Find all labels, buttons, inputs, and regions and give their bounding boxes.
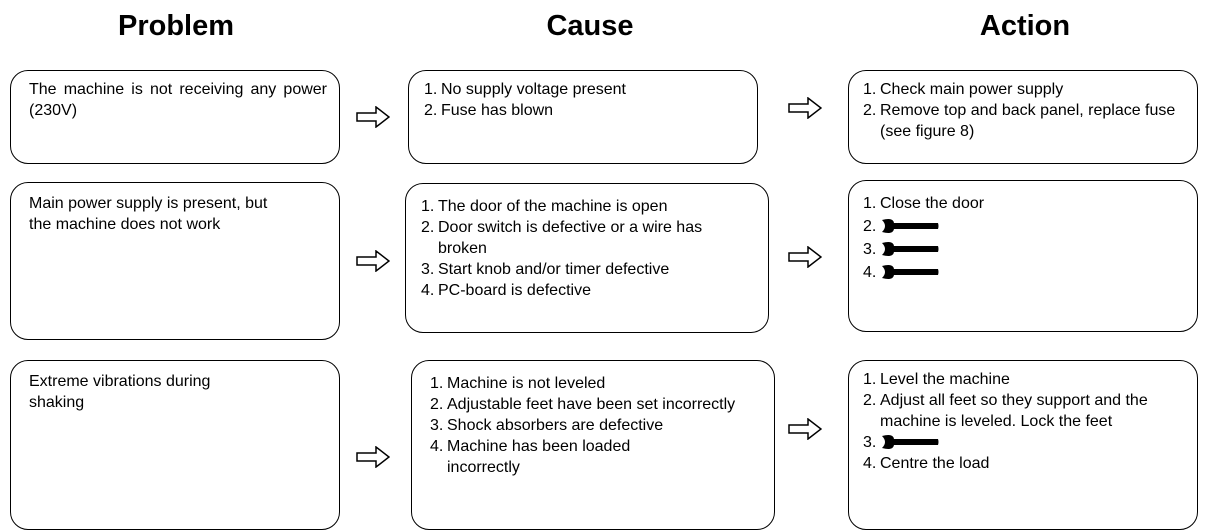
arrow-icon — [788, 418, 822, 440]
cause-box-2: 1.The door of the machine is open 2.Door… — [405, 183, 769, 333]
problem-text: The machine is not receiving any power (… — [29, 81, 327, 119]
action-item: 1.Level the machine — [863, 371, 1010, 388]
wrench-icon — [882, 265, 939, 279]
problem-box-2: Main power supply is present, but the ma… — [10, 182, 340, 340]
wrench-icon — [882, 242, 939, 256]
cause-item: 2.Fuse has blown — [424, 102, 554, 119]
action-box-3: 1.Level the machine 2.Adjust all feet so… — [848, 360, 1198, 530]
problem-box-3: Extreme vibrations during shaking — [10, 360, 340, 530]
arrow-icon — [356, 106, 390, 128]
cause-list: 1.Machine is not leveled 2.Adjustable fe… — [430, 373, 752, 478]
arrow-icon — [788, 246, 822, 268]
header-problem: Problem — [117, 10, 235, 42]
problem-text: Extreme vibrations during shaking — [29, 373, 211, 411]
wrench-icon — [882, 219, 939, 233]
cause-item: 3.Shock absorbers are defective — [430, 417, 664, 434]
action-item: 1.Check main power supply — [863, 81, 1064, 98]
action-item: 1.Close the door — [863, 195, 985, 212]
cause-item: 4.Machine has been loaded incorrectly — [430, 438, 631, 476]
action-item: 4. — [863, 262, 1177, 283]
problem-box-1: The machine is not receiving any power (… — [10, 70, 340, 164]
problem-text: Main power supply is present, but the ma… — [29, 195, 268, 233]
cause-item: 1.No supply voltage present — [424, 81, 626, 98]
arrow-icon — [356, 446, 390, 468]
arrow-icon — [788, 97, 822, 119]
arrow-icon — [356, 250, 390, 272]
cause-box-3: 1.Machine is not leveled 2.Adjustable fe… — [411, 360, 775, 530]
action-list: 1.Close the door 2. 3. 4. — [863, 193, 1177, 283]
action-list: 1.Check main power supply 2.Remove top a… — [863, 79, 1177, 142]
action-item: 3. — [863, 239, 1177, 260]
action-item: 2. — [863, 216, 1177, 237]
cause-list: 1.The door of the machine is open 2.Door… — [421, 196, 750, 301]
cause-item: 1.Machine is not leveled — [430, 375, 606, 392]
cause-list: 1.No supply voltage present 2.Fuse has b… — [424, 79, 747, 121]
cause-item: 2.Door switch is defective or a wire has… — [421, 219, 703, 257]
action-item: 3. — [863, 432, 1177, 453]
action-item: 4.Centre the load — [863, 455, 990, 472]
action-list: 1.Level the machine 2.Adjust all feet so… — [863, 369, 1177, 474]
wrench-icon — [882, 435, 939, 449]
cause-item: 2.Adjustable feet have been set incorrec… — [430, 396, 736, 413]
cause-item: 1.The door of the machine is open — [421, 198, 668, 215]
action-box-1: 1.Check main power supply 2.Remove top a… — [848, 70, 1198, 164]
action-box-2: 1.Close the door 2. 3. 4. — [848, 180, 1198, 332]
cause-item: 3.Start knob and/or timer defective — [421, 261, 670, 278]
action-item: 2.Adjust all feet so they support and th… — [863, 392, 1148, 430]
action-item: 2.Remove top and back panel, replace fus… — [863, 102, 1176, 140]
cause-item: 4.PC-board is defective — [421, 282, 591, 299]
cause-box-1: 1.No supply voltage present 2.Fuse has b… — [408, 70, 758, 164]
header-cause: Cause — [546, 10, 634, 42]
header-action: Action — [979, 10, 1071, 42]
